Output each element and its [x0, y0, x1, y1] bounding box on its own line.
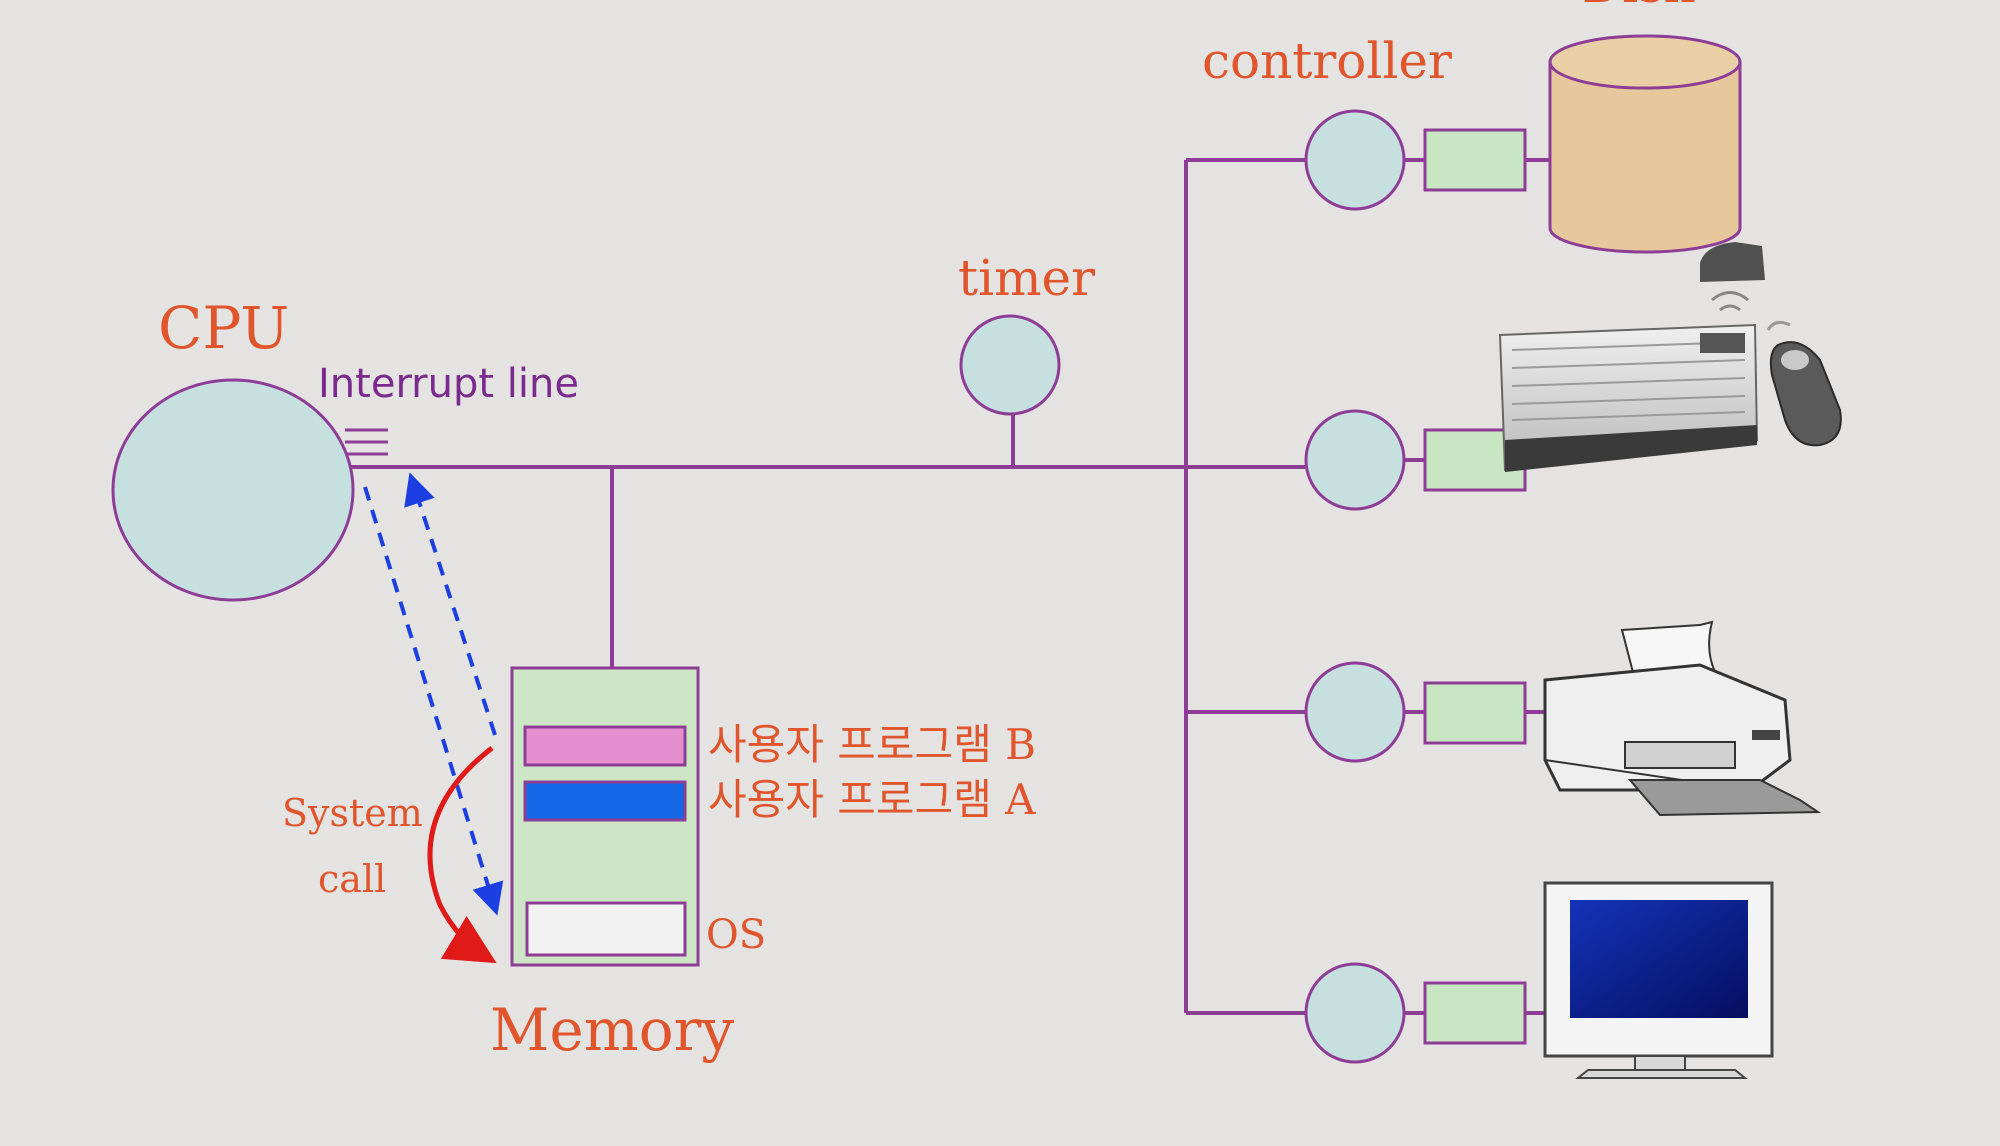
system-call-arrow — [427, 746, 497, 964]
mouse-icon — [1766, 320, 1842, 447]
controller-circle-printer — [1304, 661, 1406, 763]
timer-node — [959, 314, 1061, 416]
user-program-b-label: 사용자 프로그램 B — [708, 720, 1036, 769]
disk-label: Disk — [1582, 0, 1695, 14]
controller-label: controller — [1202, 32, 1452, 90]
controller-circle-keyboard — [1304, 409, 1406, 511]
system-call-label-line2: call — [318, 857, 386, 901]
controller-box-printer — [1423, 681, 1527, 745]
disk-cylinder-icon — [1548, 34, 1742, 254]
interrupt-arrows — [363, 472, 504, 916]
controller-circle-disk — [1304, 109, 1406, 211]
os-label: OS — [706, 912, 766, 958]
memory-block — [510, 666, 700, 967]
memory-label: Memory — [490, 996, 734, 1064]
controller-box-monitor — [1423, 981, 1527, 1045]
os-block — [525, 901, 687, 957]
cpu-node — [111, 378, 355, 602]
system-bus — [350, 158, 1308, 1015]
user-program-b-block — [523, 725, 687, 767]
interrupt-line-marks — [345, 428, 388, 456]
system-call-label-line1: System — [282, 791, 423, 835]
controller-box-disk — [1423, 128, 1527, 192]
cpu-label: CPU — [158, 294, 289, 362]
user-program-a-label: 사용자 프로그램 A — [708, 775, 1036, 824]
printer-icon — [1543, 620, 1822, 817]
wireless-receiver-icon — [1700, 242, 1765, 312]
controller-links — [1405, 158, 1550, 1015]
controller-circle-monitor — [1304, 962, 1406, 1064]
monitor-icon — [1543, 881, 1774, 1079]
keyboard-icon — [1498, 323, 1759, 472]
timer-label: timer — [958, 249, 1095, 307]
user-program-a-block — [523, 780, 687, 822]
interrupt-line-label: Interrupt line — [318, 361, 579, 407]
